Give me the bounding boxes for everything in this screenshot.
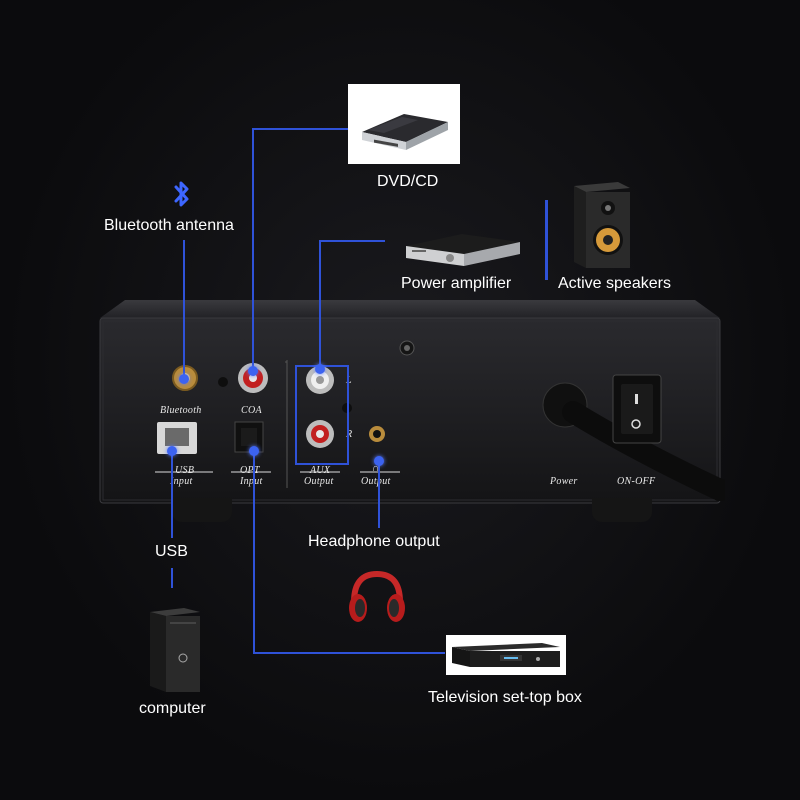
headphone-output-label: Headphone output — [308, 533, 440, 550]
panel-foot-right — [592, 498, 652, 522]
panel-label-opt: OPT — [240, 465, 260, 476]
panel-label-r: R — [346, 429, 353, 440]
panel-label-opt-input: Input — [240, 476, 263, 487]
panel-label-power: Power — [550, 476, 578, 487]
connector-amp-h — [319, 240, 385, 242]
headphones-icon — [346, 566, 408, 628]
bluetooth-antenna-label: Bluetooth antenna — [104, 217, 234, 234]
panel-label-hp-output: Output — [361, 476, 391, 487]
connector-amp-v — [319, 240, 321, 365]
connector-opt-h — [253, 652, 445, 654]
bluetooth-icon — [171, 179, 193, 209]
panel-foot-left — [172, 498, 232, 522]
panel-label-aux: AUX — [310, 465, 331, 476]
connector-hp-v — [378, 460, 380, 528]
speaker-divider-line — [545, 200, 548, 280]
power-amplifier-label: Power amplifier — [401, 275, 512, 292]
dvd-player-image — [348, 84, 460, 164]
device-back-panel — [95, 300, 725, 505]
connector-opt-v — [253, 450, 255, 653]
tv-box-label: Television set-top box — [428, 689, 582, 706]
dot-bluetooth — [179, 374, 189, 384]
panel-label-aux-output: Output — [304, 476, 334, 487]
connector-dvd-v — [252, 128, 254, 370]
pc-tower-image — [146, 606, 202, 694]
panel-label-bluetooth: Bluetooth — [160, 405, 202, 416]
connector-bt-v — [183, 240, 185, 378]
amplifier-image — [402, 220, 522, 272]
connector-usb-v — [171, 450, 173, 538]
panel-headphone-symbol: ∩ — [372, 463, 380, 474]
dot-opt — [249, 446, 259, 456]
panel-label-usb-input: Input — [170, 476, 193, 487]
connector-usb-v2 — [171, 568, 173, 588]
panel-label-usb: USB — [175, 465, 195, 476]
set-top-box-image — [446, 635, 566, 675]
computer-label: computer — [139, 700, 206, 717]
panel-label-on-off: ON-OFF — [617, 476, 656, 487]
aux-highlight-box — [295, 365, 349, 465]
speaker-image — [570, 180, 632, 270]
connector-dvd-h — [252, 128, 348, 130]
dot-usb — [167, 446, 177, 456]
dot-headphone — [374, 456, 384, 466]
dot-coa — [248, 366, 258, 376]
usb-label: USB — [155, 543, 188, 560]
active-speakers-label: Active speakers — [558, 275, 671, 292]
dvd-label: DVD/CD — [377, 173, 439, 190]
dot-aux — [315, 364, 325, 374]
panel-label-coa: COA — [241, 405, 262, 416]
